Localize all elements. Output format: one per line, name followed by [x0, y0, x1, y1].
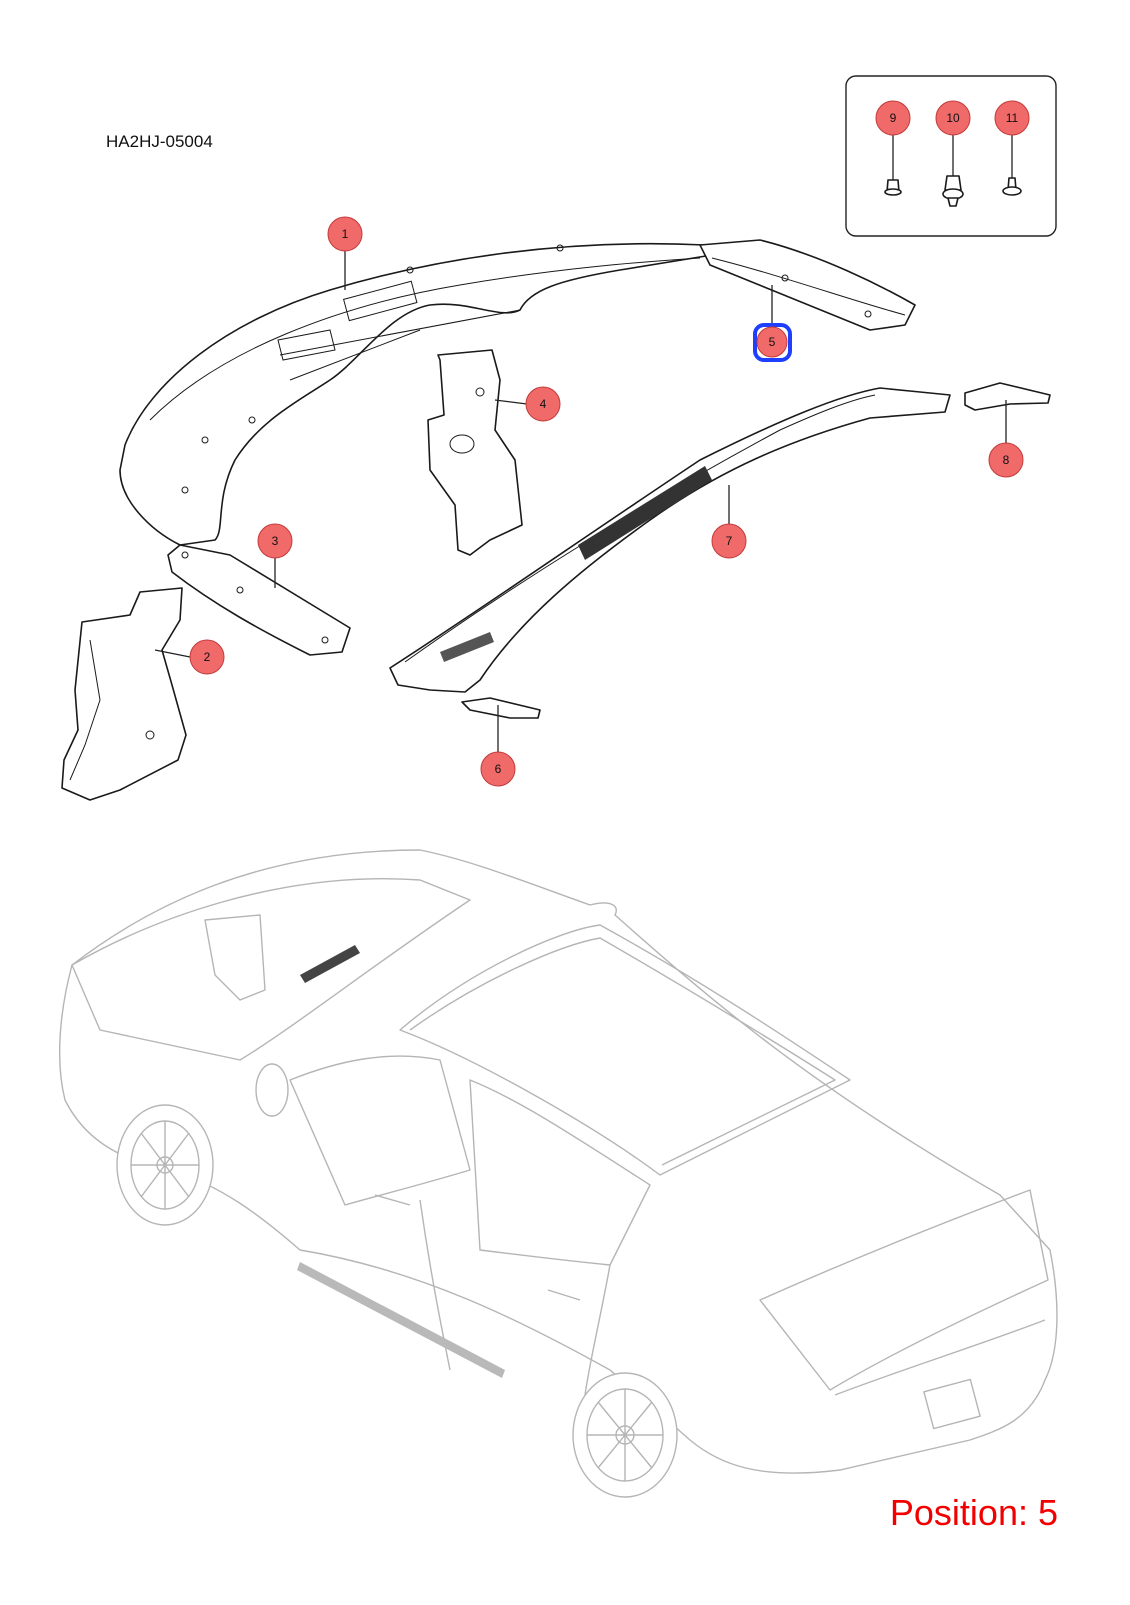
callout-10[interactable]: 10: [935, 100, 971, 136]
callout-11[interactable]: 11: [994, 100, 1030, 136]
callout-5-highlight: [753, 323, 792, 362]
callout-9[interactable]: 9: [875, 100, 911, 136]
callout-7-label: 7: [726, 534, 733, 548]
fastener-11-icon: [1002, 134, 1022, 196]
callout-6[interactable]: 6: [480, 751, 516, 787]
fastener-9-icon: [884, 134, 902, 196]
callout-11-label: 11: [1006, 111, 1019, 125]
callouts: 1 2 3 4 5 6: [189, 100, 1030, 787]
callout-6-label: 6: [495, 762, 502, 776]
fastener-inset: [845, 75, 1057, 237]
car-illustration: [59, 849, 1058, 1498]
callout-2[interactable]: 2: [189, 639, 225, 675]
part-7-cowl: [389, 387, 951, 693]
callout-3[interactable]: 3: [257, 523, 293, 559]
callout-10-label: 10: [946, 111, 960, 125]
callout-1[interactable]: 1: [327, 216, 363, 252]
fastener-10-icon: [942, 134, 964, 207]
front-wheel: [116, 1104, 214, 1226]
callout-1-label: 1: [342, 227, 349, 241]
part-8-bracket: [964, 382, 1051, 411]
part-3-plate: [167, 544, 351, 656]
part-1-front-panel: [119, 242, 713, 546]
leader-lines: [154, 250, 1007, 752]
callout-8-label: 8: [1003, 453, 1010, 467]
part-2-bracket: [61, 587, 187, 801]
callout-2-label: 2: [204, 650, 211, 664]
callout-5-label: 5: [769, 335, 776, 349]
position-indicator: Position: 5: [889, 1492, 1058, 1533]
part-6-bracket: [461, 697, 541, 719]
callout-3-label: 3: [272, 534, 279, 548]
part-4-bracket: [427, 349, 523, 556]
callout-5[interactable]: 5: [753, 323, 792, 362]
callout-4[interactable]: 4: [525, 386, 561, 422]
callout-4-label: 4: [540, 397, 547, 411]
cowl-vent-grille: [578, 466, 712, 560]
diagram-code: HA2HJ-05004: [106, 132, 213, 151]
callout-8[interactable]: 8: [988, 442, 1024, 478]
rear-wheel: [572, 1372, 678, 1498]
callout-9-label: 9: [890, 111, 897, 125]
callout-7[interactable]: 7: [711, 523, 747, 559]
part-5-panel: [699, 239, 916, 331]
